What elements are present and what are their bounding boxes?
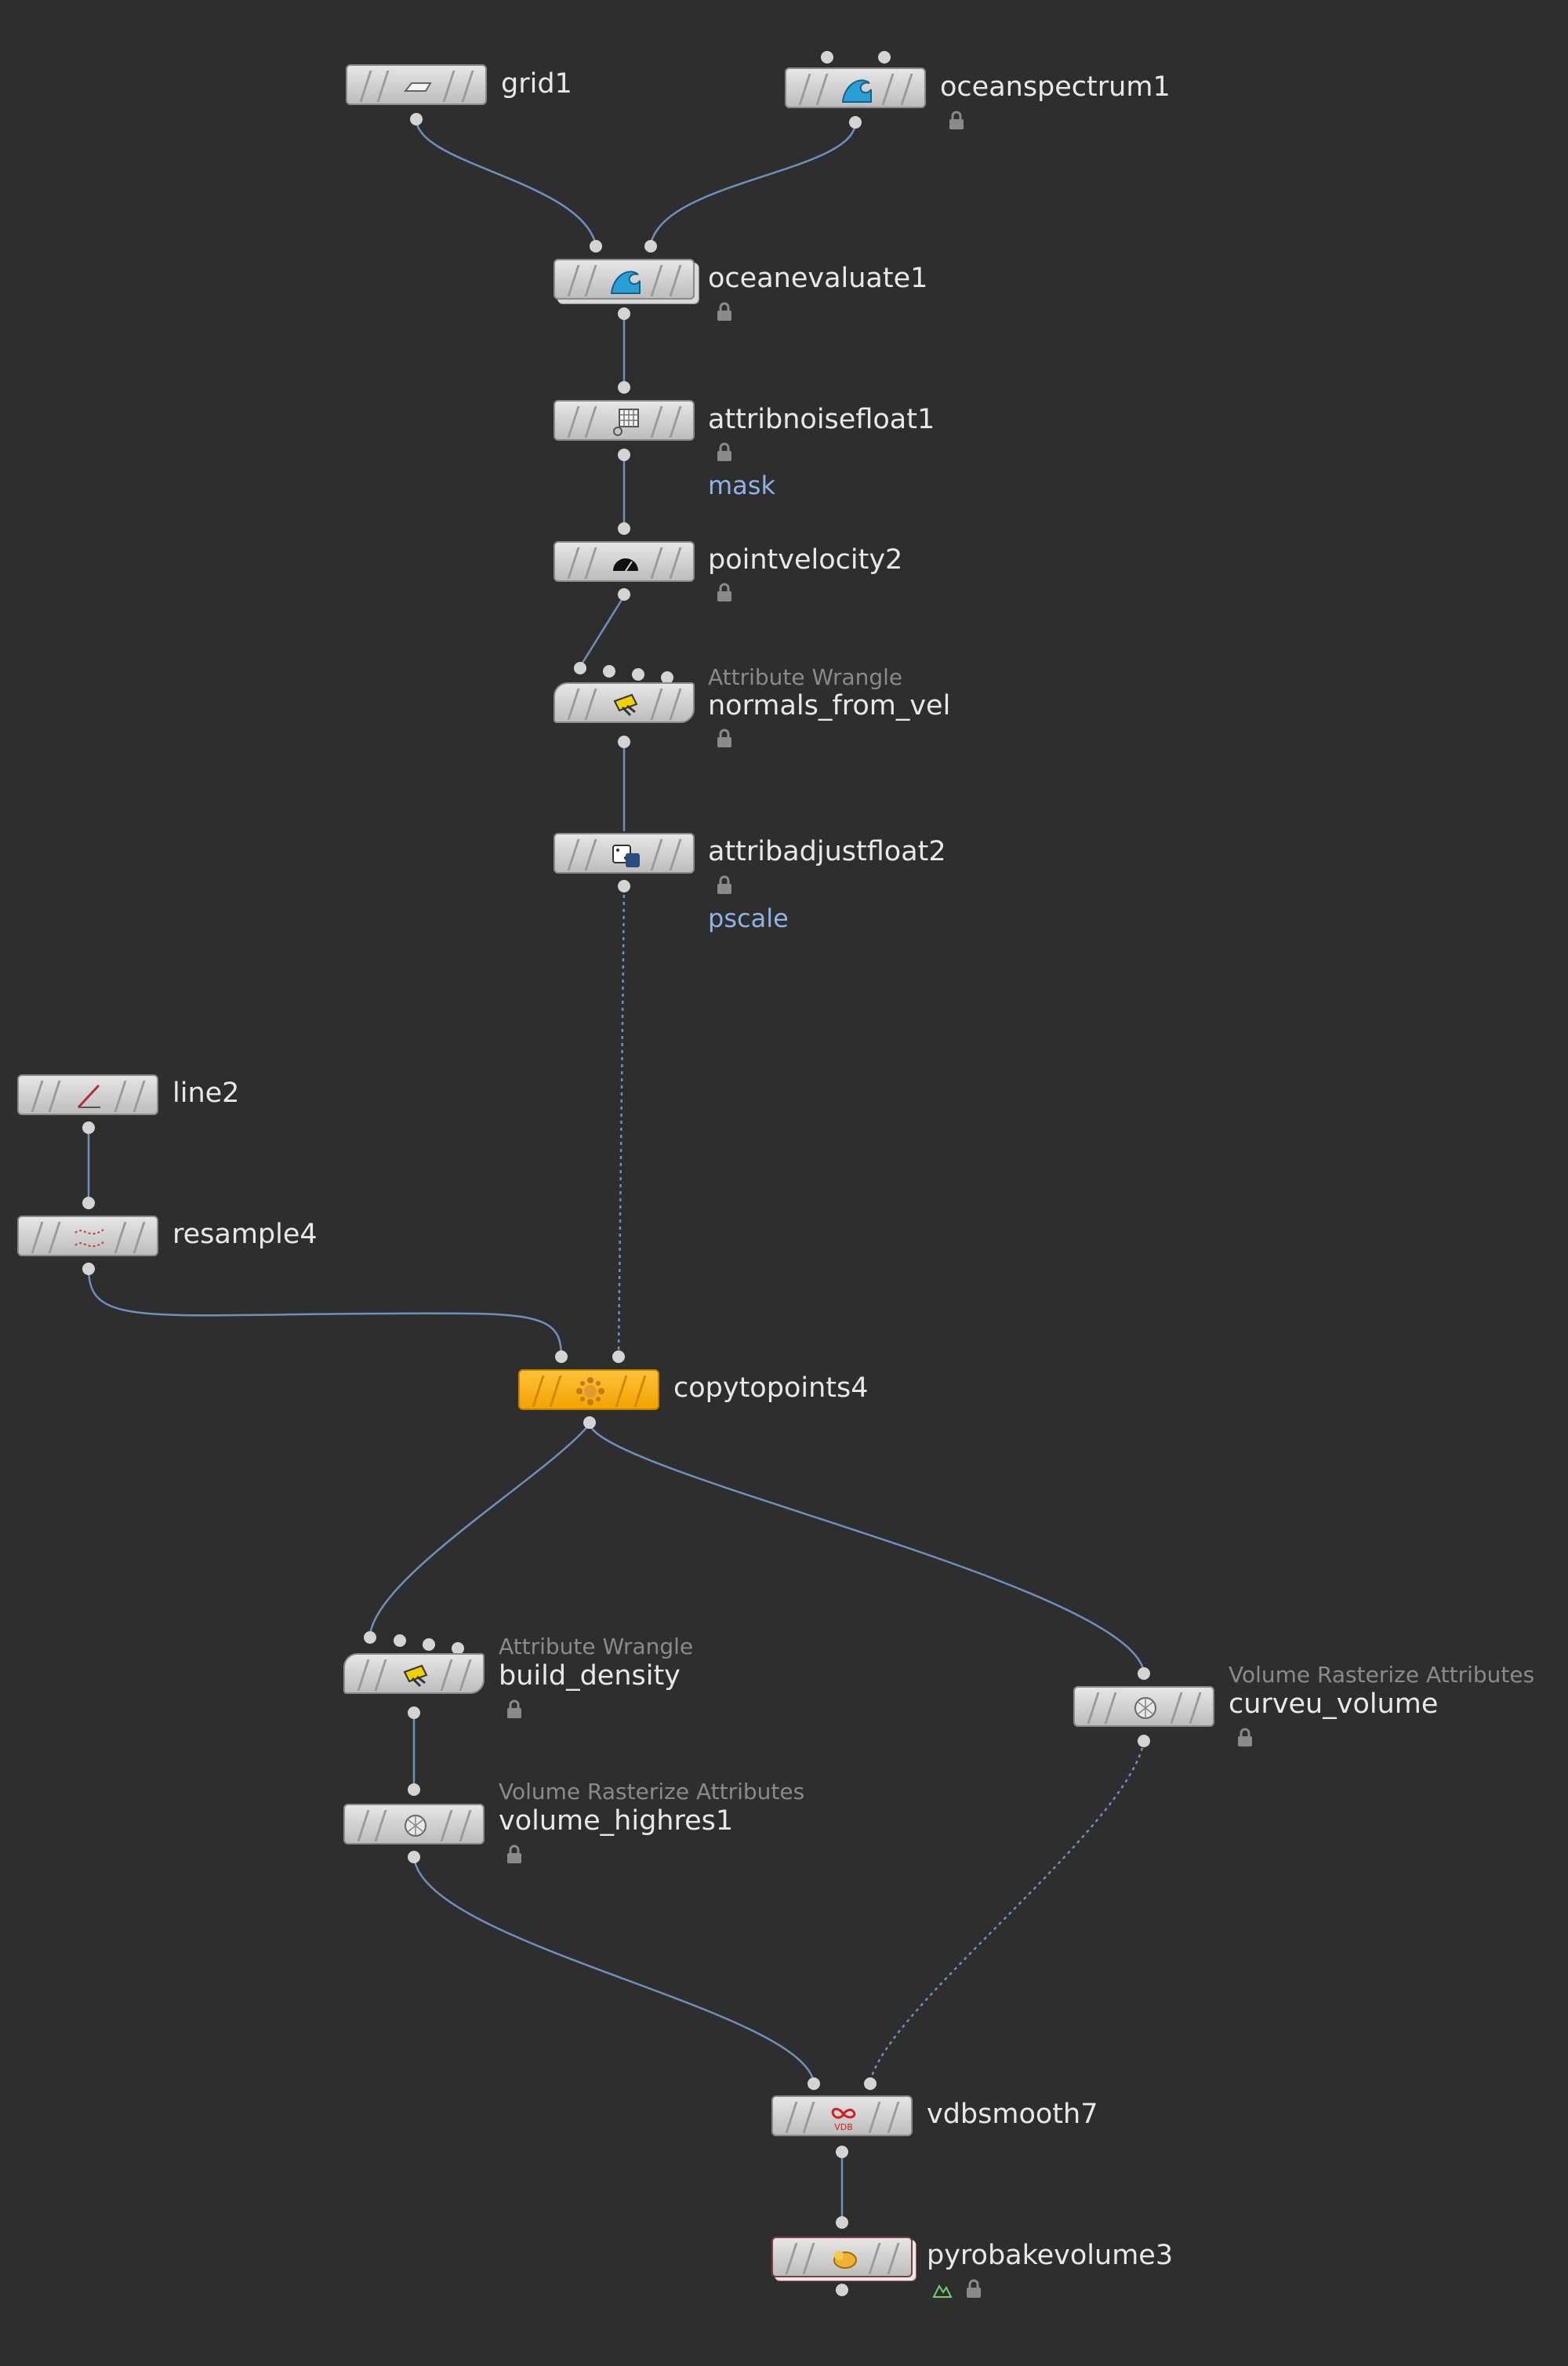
node-label: oceanspectrum1	[940, 71, 1171, 103]
node-tile[interactable]	[771, 2237, 913, 2277]
pyro-cloud-icon	[825, 2241, 862, 2276]
node-type-label: Volume Rasterize Attributes	[1229, 1662, 1535, 1688]
node-tile[interactable]	[518, 1369, 659, 1410]
node-tile[interactable]	[343, 1804, 485, 1844]
vdb-icon-text: VDB	[834, 2122, 853, 2132]
node-tile[interactable]	[554, 400, 695, 441]
node-label: attribnoisefloat1	[708, 404, 935, 435]
wire-copytopoints-build-density	[368, 1423, 590, 1636]
node-attribadjustfloat2[interactable]	[554, 833, 695, 874]
noise-grid-icon	[607, 405, 644, 439]
volume-rasterize-icon	[1127, 1691, 1164, 1725]
node-grid1[interactable]	[346, 64, 487, 105]
node-attribnoisefloat1[interactable]	[554, 400, 695, 441]
node-tile[interactable]	[554, 259, 695, 300]
ocean-wave-icon	[838, 72, 876, 107]
node-tile[interactable]	[785, 67, 926, 108]
wire-oceanspectrum1-oceanevaluate1	[649, 122, 857, 245]
node-resample4[interactable]	[17, 1216, 158, 1256]
node-tile[interactable]	[17, 1216, 158, 1256]
node-tile[interactable]	[346, 64, 487, 105]
copy-points-icon	[572, 1374, 609, 1408]
node-curveu-volume[interactable]	[1073, 1686, 1214, 1727]
node-tile[interactable]	[17, 1074, 158, 1115]
node-label: build_density	[499, 1660, 681, 1692]
wire-volume-highres1-vdbsmooth7	[412, 1856, 815, 2083]
lock-icon[interactable]	[963, 2278, 985, 2300]
node-label: oceanevaluate1	[708, 263, 928, 294]
node-type-label: Attribute Wrangle	[499, 1634, 694, 1659]
ocean-wave-icon	[607, 263, 644, 298]
wire-resample4-copytopoints	[87, 1268, 563, 1356]
node-oceanevaluate1[interactable]	[554, 259, 695, 300]
node-label: vdbsmooth7	[927, 2099, 1098, 2130]
node-pointvelocity2[interactable]	[554, 541, 695, 582]
volume-rasterize-icon	[397, 1808, 434, 1843]
node-pyrobakevolume3[interactable]	[771, 2237, 913, 2277]
node-oceanspectrum1[interactable]	[785, 67, 926, 108]
node-label: copytopoints4	[673, 1372, 869, 1404]
group-label: pscale	[708, 903, 789, 933]
node-label: pyrobakevolume3	[927, 2240, 1174, 2271]
group-label: mask	[708, 471, 775, 500]
display-flag-icon[interactable]	[931, 2278, 953, 2300]
lock-icon[interactable]	[1234, 1727, 1256, 1749]
vdb-icon: VDB	[825, 2100, 862, 2135]
node-line2[interactable]	[17, 1074, 158, 1115]
lock-icon[interactable]	[503, 1699, 525, 1721]
wrangle-icon	[397, 1658, 434, 1692]
node-label: curveu_volume	[1229, 1688, 1439, 1720]
node-label: resample4	[172, 1219, 318, 1250]
node-label: volume_highres1	[499, 1805, 734, 1837]
node-normals-from-vel[interactable]	[554, 682, 695, 723]
node-tile[interactable]	[1073, 1686, 1214, 1727]
node-label: grid1	[501, 68, 572, 100]
node-tile[interactable]	[343, 1653, 485, 1694]
grid-plane-icon	[399, 69, 437, 104]
node-label: normals_from_vel	[708, 690, 951, 721]
dice-icon	[607, 838, 644, 872]
node-tile[interactable]	[554, 682, 695, 723]
wire-curveu-volume-vdbsmooth7	[869, 1740, 1145, 2083]
wire-grid1-oceanevaluate1	[415, 118, 597, 245]
node-type-label: Volume Rasterize Attributes	[499, 1779, 805, 1804]
wire-copytopoints-curveu-volume	[588, 1423, 1145, 1673]
node-tile[interactable]	[554, 833, 695, 874]
node-build-density[interactable]	[343, 1653, 485, 1694]
lock-icon[interactable]	[713, 728, 735, 750]
wrangle-icon	[607, 687, 644, 721]
lock-icon[interactable]	[713, 301, 735, 323]
node-vdbsmooth7[interactable]: VDB	[771, 2095, 913, 2136]
velocity-dome-icon	[607, 546, 644, 580]
node-label: attribadjustfloat2	[708, 836, 946, 867]
lock-icon[interactable]	[503, 1844, 525, 1866]
lock-icon[interactable]	[713, 582, 735, 604]
node-volume-highres1[interactable]	[343, 1804, 485, 1844]
line-icon	[71, 1079, 108, 1114]
node-label: pointvelocity2	[708, 544, 903, 576]
lock-icon[interactable]	[713, 442, 735, 463]
node-type-label: Attribute Wrangle	[708, 664, 903, 690]
wire-pointvelocity2-normals	[579, 595, 626, 667]
lock-icon[interactable]	[946, 110, 967, 132]
resample-icon	[71, 1220, 108, 1255]
node-tile[interactable]	[554, 541, 695, 582]
node-tile[interactable]: VDB	[771, 2095, 913, 2136]
lock-icon[interactable]	[713, 874, 735, 896]
node-label: line2	[172, 1078, 240, 1109]
wire-attribadjust-copytopoints	[617, 887, 626, 1356]
node-copytopoints4[interactable]	[518, 1369, 659, 1410]
